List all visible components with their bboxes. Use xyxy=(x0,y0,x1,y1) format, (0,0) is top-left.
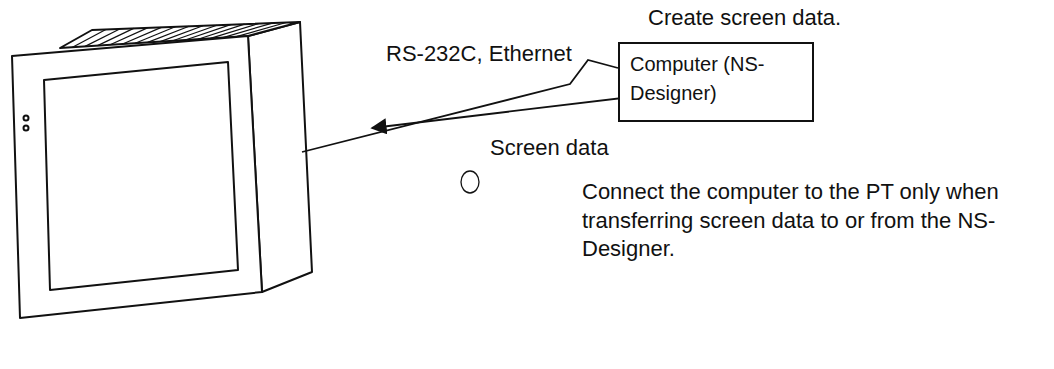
indicator-led xyxy=(24,126,29,131)
fin-line xyxy=(160,26,203,42)
link-label: RS-232C, Ethernet xyxy=(384,40,574,69)
node-label: Computer (NS-Designer) xyxy=(630,50,802,108)
indicator-led xyxy=(24,116,29,121)
data-label: Screen data xyxy=(488,134,611,163)
cable-loop xyxy=(461,171,479,193)
touch-panel xyxy=(12,22,312,318)
transfer-arrow xyxy=(372,94,656,128)
note-text: Connect the computer to the PT only when… xyxy=(580,178,1036,264)
computer-box: Computer (NS-Designer) xyxy=(618,42,814,122)
panel-screen xyxy=(44,62,238,290)
fin-line xyxy=(235,23,286,37)
heading-note: Create screen data. xyxy=(646,4,843,33)
fin-line xyxy=(148,26,189,42)
fin-line xyxy=(123,27,162,44)
fin-line xyxy=(135,27,175,43)
panel-bezel xyxy=(12,36,262,318)
